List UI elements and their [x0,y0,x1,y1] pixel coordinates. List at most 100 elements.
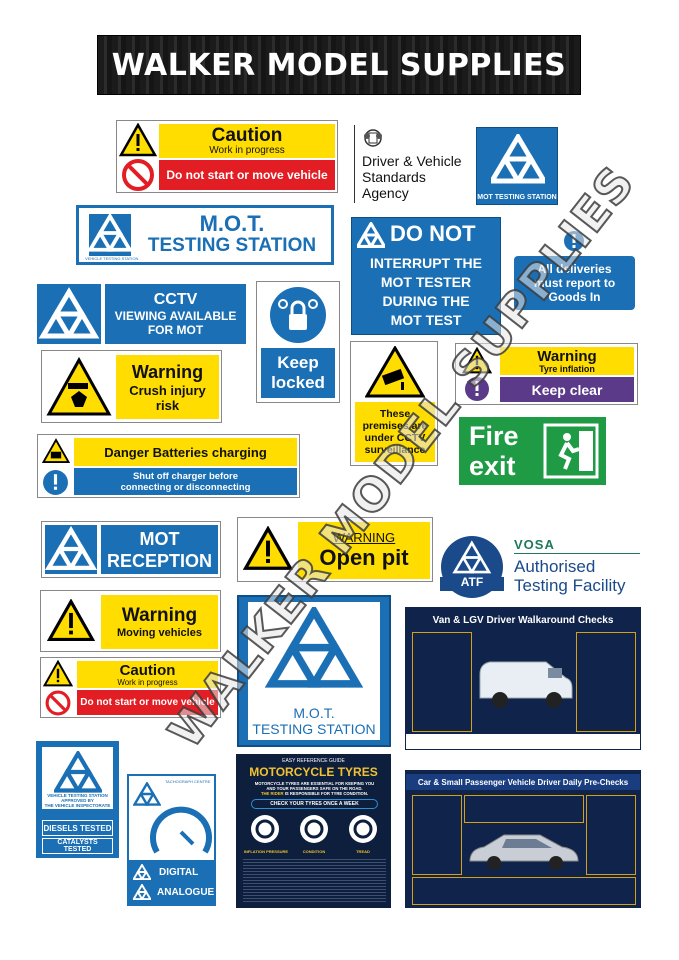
batteries-title: Danger Batteries charging [104,444,267,460]
vehicle-testing-station-sign: VEHICLE TESTING STATION APPROVED BY THE … [36,741,119,858]
open-pit-sub: Open pit [319,545,409,570]
tyre-mandatory: Keep clear [531,381,603,398]
vosa-brand: VOSA [514,537,555,552]
do-not-line4: DURING THE [382,293,470,309]
cctv-mot-line1: CCTV [153,291,198,308]
prohibition-icon [44,689,72,717]
mot-triangles-icon [54,751,102,793]
warning-triangle-icon [43,660,73,687]
tachograph-sign: TACHOGRAPH CENTRE DIGITAL ANALOGUE [127,774,216,906]
mot-station-large-sign: M.O.T. TESTING STATION [237,595,391,747]
warning-triangle-icon [47,599,95,642]
cctv-premises-sign: These premises are under CCTV surveillan… [350,341,438,466]
deliveries-line1: All deliveries [537,262,612,276]
cctv-line3: under CCTV [364,432,426,444]
do-not-line3: MOT TESTER [380,274,472,290]
mot-triangles-icon [133,782,161,806]
mot-triangles-icon [133,884,151,900]
vts-band1: DIESELS TESTED [43,823,112,833]
caution-title: Caution [119,661,176,679]
moto-c2: CONDITION [302,849,326,854]
dvsa-line2: Standards [362,169,426,185]
moving-title: Warning [121,605,198,626]
mot-triangles-icon [357,222,385,248]
do-not-line5: MOT TEST [390,312,462,328]
dvsa-line3: Agency [362,185,409,201]
open-pit-sign: WARNING Open pit [237,517,433,582]
mot-testing-banner: VEHICLE TESTING STATION M.O.T. TESTING S… [76,205,334,265]
moto-para3a: THE RIDER [260,791,284,796]
warning-triangle-icon [243,526,293,571]
atf-badge-text: ATF [460,575,484,589]
vts-caption1: VEHICLE TESTING STATION [47,793,108,798]
deliveries-line2: must report to [533,276,616,290]
caution-sign-top: Caution Work in progress Do not start or… [116,120,338,193]
cctv-line1: These [379,408,411,420]
running-man-icon [543,423,599,479]
mot-triangles-icon [133,864,151,880]
prohibition-icon [120,158,156,192]
fire-exit-sign: Fire exit [459,417,606,485]
mot-triangles-icon [491,134,545,184]
tacho-band2: ANALOGUE [157,887,215,898]
warning-triangle-icon [119,123,157,157]
moving-sub: Moving vehicles [117,627,202,639]
open-pit-title: WARNING [332,530,396,545]
dvsa-line1: Driver & Vehicle [362,153,462,169]
mot-triangles-icon [89,214,131,256]
moto-c1: INFLATION PRESSURE [243,849,289,854]
cctv-mot-sign: CCTV VIEWING AVAILABLE FOR MOT [37,284,246,344]
vts-caption2: APPROVED BY [61,798,94,803]
tread-depth-icon [347,813,379,845]
moto-para2: AND YOUR PASSENGERS SAFE ON THE ROAD. [266,786,363,791]
keep-locked-line2: locked [271,373,325,392]
crush-title: Warning [131,361,204,382]
battery-warning-icon [42,438,70,464]
mot-triangles-icon [45,525,97,574]
atf-line1: Authorised [514,557,596,576]
moto-check: CHECK YOUR TYRES ONCE A WEEK [270,801,359,807]
keep-locked-line1: Keep [277,353,319,372]
van-checks-poster: Van & LGV Driver Walkaround Checks [405,607,641,750]
do-not-interrupt-sign: DO NOT INTERRUPT THE MOT TESTER DURING T… [351,217,501,335]
do-not-title: DO NOT [390,221,476,246]
van-illustration [476,654,576,710]
car-checks-poster: Car & Small Passenger Vehicle Driver Dai… [405,770,641,908]
cctv-line2: premises are [362,420,428,432]
fire-exit-line2: exit [469,451,516,481]
info-icon [42,469,69,496]
header-banner: WALKER MODEL SUPPLIES [97,35,581,95]
moto-c3: TREAD [356,849,370,854]
caution-sub: Work in progress [117,677,178,687]
tyre-inflation-sign: Warning Tyre inflation Keep clear [455,343,638,405]
mot-triangles-icon [37,284,101,344]
motorcycle-tyres-poster: EASY REFERENCE GUIDE MOTORCYCLE TYRES MO… [236,754,391,908]
warning-triangle-icon [462,347,492,374]
atf-line2: Testing Facility [514,576,626,595]
crush-sub2: risk [155,397,180,413]
padlock-chain-icon [269,286,327,344]
mot-large-line2: TESTING STATION [252,721,376,737]
tacho-top: TACHOGRAPH CENTRE [165,779,211,784]
prohibition-text: Do not start or move vehicle [80,697,215,708]
camera-warning-icon [365,346,425,398]
prohibition-text: Do not start or move vehicle [166,168,328,182]
deliveries-sign: All deliveries must report to Goods In [514,230,635,310]
van-checks-title: Van & LGV Driver Walkaround Checks [432,614,614,626]
mandatory-icon [464,376,490,402]
reception-line1: MOT [139,528,180,549]
page-title: WALKER MODEL SUPPLIES [111,47,567,83]
moto-para3b: IS RESPONSIBLE FOR TYRE CONDITION. [283,791,369,796]
moto-guide: EASY REFERENCE GUIDE [282,758,345,764]
dvsa-logo: Driver & Vehicle Standards Agency [352,125,467,205]
vts-band2: CATALYSTS TESTED [57,839,98,853]
moto-para1: MOTORCYCLE TYRES ARE ESSENTIAL FOR KEEPI… [254,781,375,786]
cctv-mot-line2: VIEWING AVAILABLE [114,309,237,323]
pressure-gauge-icon [249,813,281,845]
mot-reception-sign: MOT RECEPTION [41,521,221,578]
tyre-condition-icon [298,813,330,845]
do-not-line2: INTERRUPT THE [370,255,482,271]
batteries-charging-sign: Danger Batteries charging Shut off charg… [37,434,300,498]
crest-icon [362,127,384,149]
moving-vehicles-sign: Warning Moving vehicles [40,590,221,652]
